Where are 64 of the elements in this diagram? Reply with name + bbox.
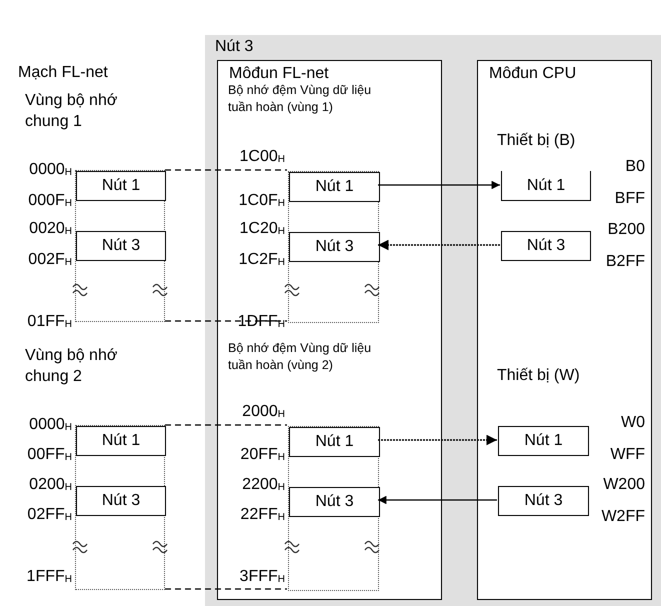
module-box xyxy=(477,60,652,600)
address-label: B0 xyxy=(624,158,645,176)
heading: Thiết bị (B) xyxy=(497,131,576,151)
address-label: 002F$_{H}$ xyxy=(27,251,72,270)
dashed-line xyxy=(165,320,287,322)
address-label: WFF xyxy=(609,446,645,464)
address-label: 0000$_{H}$ xyxy=(28,161,72,180)
address-label: 2200$_{H}$ xyxy=(241,476,285,495)
memory-area-box xyxy=(75,170,165,322)
memory-area-box xyxy=(288,171,379,323)
address-label: 3FFF$_{H}$ xyxy=(238,568,285,587)
module-title: Môđun CPU xyxy=(489,65,576,83)
address-label: 20FF$_{H}$ xyxy=(239,446,285,465)
arrow xyxy=(378,434,497,446)
memory-slot: Nút 1 xyxy=(289,427,380,457)
heading: Vùng bộ nhớ chung 1 xyxy=(25,91,118,132)
address-label: 0200$_{H}$ xyxy=(28,476,72,495)
arrow xyxy=(378,180,500,190)
address-label: 1FFF$_{H}$ xyxy=(26,568,72,587)
memory-slot: Nút 1 xyxy=(501,171,591,201)
memory-slot: Nút 3 xyxy=(289,487,380,517)
address-label: 1C2F$_{H}$ xyxy=(238,251,285,270)
heading: Bộ nhớ đệm Vùng dữ liệu tuần hoàn (vùng 1) xyxy=(228,82,372,116)
module-title: Môđun FL-net xyxy=(229,65,329,83)
address-label: W200 xyxy=(602,476,645,494)
arrow xyxy=(378,496,497,504)
address-label: 0020$_{H}$ xyxy=(28,220,72,239)
address-label: 00FF$_{H}$ xyxy=(26,446,72,465)
address-label: 1C0F$_{H}$ xyxy=(238,192,285,211)
address-label: B2FF xyxy=(604,253,645,271)
address-label: 02FF$_{H}$ xyxy=(26,506,72,525)
memory-slot: Nút 3 xyxy=(76,231,166,261)
address-label: 0000$_{H}$ xyxy=(28,416,72,435)
arrow xyxy=(378,240,500,250)
memory-slot: Nút 3 xyxy=(76,486,166,516)
dashed-line xyxy=(165,588,287,590)
heading: Mạch FL-net xyxy=(18,63,109,83)
dashed-line xyxy=(165,424,287,426)
address-label: 22FF$_{H}$ xyxy=(239,506,285,525)
memory-slot: Nút 3 xyxy=(289,232,380,262)
memory-slot: Nút 3 xyxy=(498,486,589,516)
dashed-line xyxy=(165,169,287,171)
address-label: 1C00$_{H}$ xyxy=(238,148,285,167)
memory-slot: Nút 3 xyxy=(501,231,591,261)
memory-area-box xyxy=(75,425,165,590)
heading: Bộ nhớ đệm Vùng dữ liệu tuần hoàn (vùng 2) xyxy=(228,340,372,374)
address-label: 1C20$_{H}$ xyxy=(238,220,285,239)
memory-slot: Nút 1 xyxy=(289,172,380,202)
module-box xyxy=(217,60,442,600)
address-label: 000F$_{H}$ xyxy=(27,192,72,211)
address-label: W2FF xyxy=(600,508,645,526)
memory-slot: Nút 1 xyxy=(76,171,166,201)
memory-slot: Nút 1 xyxy=(498,426,589,456)
memory-area-box xyxy=(288,426,379,591)
address-label: BFF xyxy=(614,190,645,208)
address-label: W0 xyxy=(620,414,645,432)
address-label: 01FF$_{H}$ xyxy=(26,313,72,332)
band-title: Nút 3 xyxy=(215,38,254,56)
memory-slot: Nút 1 xyxy=(76,426,166,456)
node-band xyxy=(205,35,661,606)
address-label: 2000$_{H}$ xyxy=(241,403,285,422)
heading: Vùng bộ nhớ chung 2 xyxy=(25,346,118,387)
heading: Thiết bị (W) xyxy=(497,366,581,386)
address-label: B200 xyxy=(606,221,645,239)
